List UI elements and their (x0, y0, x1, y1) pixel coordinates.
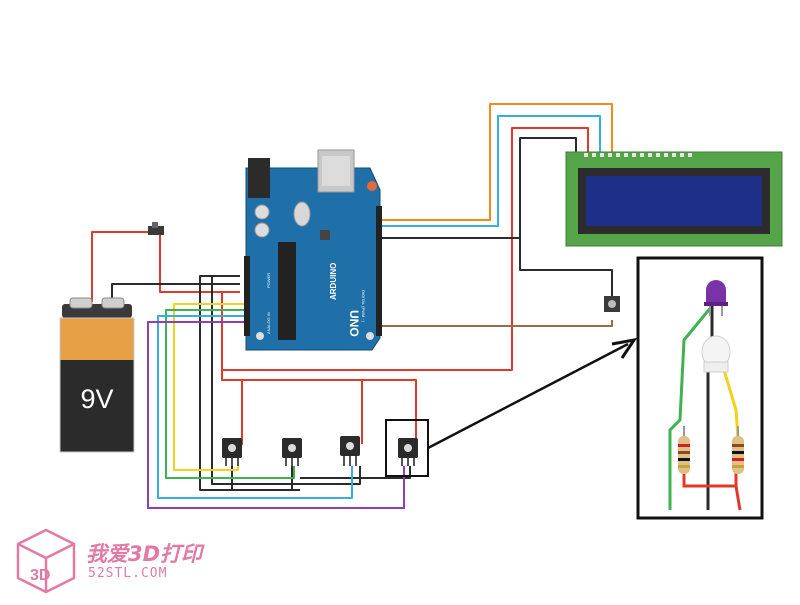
wire-signal-blue (157, 315, 353, 499)
wire-lcd-blue (382, 115, 601, 227)
wire-sensor-rail-black-c (300, 466, 411, 479)
arduino-model-label: UNO (347, 310, 361, 337)
battery-label: 9V (80, 384, 114, 414)
arduino-brand-label: ARDUINO (329, 263, 338, 300)
wire-signal-purple (147, 321, 405, 509)
lcd-display (565, 151, 783, 247)
watermark-title: 我爱3D打印 (86, 542, 203, 566)
switch-icon (148, 222, 164, 235)
wire-button-brown (382, 320, 613, 327)
wire-lcd-orange (382, 103, 613, 221)
wire-signal-yellow (173, 303, 244, 471)
inset-wire-red (682, 470, 742, 511)
resistor-icon-2 (732, 436, 744, 474)
wire-button-black (519, 238, 613, 298)
wire-sensor-rail-black-b (211, 276, 361, 485)
arduino-power-header: POWER (266, 273, 271, 288)
wire-battery-to-gnd-black (111, 283, 240, 302)
wires (91, 103, 613, 509)
resistor-icon (678, 436, 690, 474)
watermark-url: 52STL.COM (88, 566, 168, 581)
wire-lcd-red (221, 127, 589, 371)
sensor-2 (282, 438, 302, 466)
watermark-logo-text: 3D (30, 567, 50, 584)
wire-switch-to-vin-red (159, 232, 240, 293)
arduino-board: ARDUINO UNO POWER ANALOG IN DIGITAL (PWM… (244, 149, 382, 351)
arduino-digital-header: DIGITAL (PWM ~) (361, 290, 366, 323)
3d-cube-logo-icon: 3D (16, 528, 76, 594)
wire-lcd-black (382, 137, 577, 239)
sensor-1 (222, 438, 242, 466)
inset-wire-green (668, 305, 714, 510)
sensor-4 (398, 438, 418, 466)
wire-sensor-rail-red (241, 379, 417, 445)
battery-icon (59, 297, 135, 453)
zoom-arrow-icon (427, 337, 638, 450)
wire-sensor-rail-red-b (221, 370, 242, 381)
arduino-analog-header: ANALOG IN (266, 312, 271, 334)
wire-signal-green (165, 309, 295, 479)
wire-switch-to-battery-red (91, 231, 150, 302)
led-icon (704, 280, 728, 316)
lcd-pin-header (584, 153, 692, 157)
sensor-3 (340, 436, 360, 466)
ir-sensor-component (701, 335, 731, 373)
push-button-icon (604, 296, 620, 312)
inset-zoom-panel (636, 256, 764, 520)
